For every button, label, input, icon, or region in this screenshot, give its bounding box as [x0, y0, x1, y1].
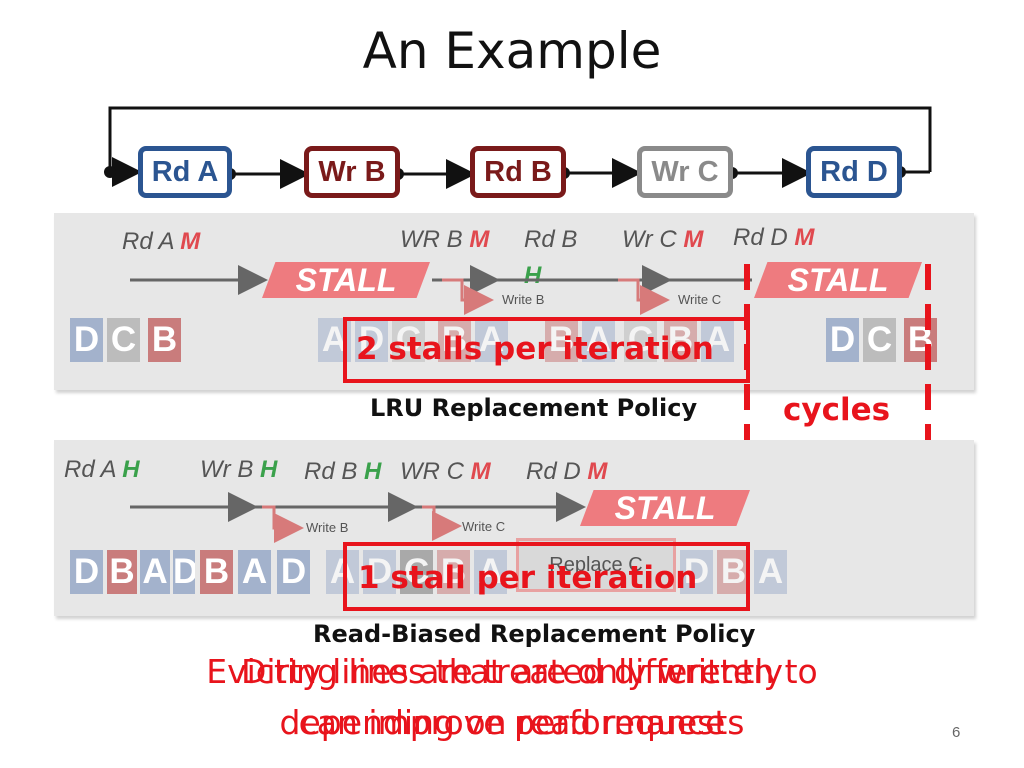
rb-cache-right-1: D — [363, 550, 396, 594]
rb-label-wr-b: Wr B H — [200, 456, 278, 483]
rb-cache-left-3: D — [173, 550, 195, 594]
rb-stall: STALL — [580, 490, 750, 526]
cycles-saved-label-1: cycles — [783, 392, 891, 428]
lru-write-b: Write B — [502, 292, 545, 307]
page-number: 6 — [952, 724, 961, 741]
lru-label-rd-d: Rd D M — [733, 224, 815, 251]
lru-cache-mid-9: A — [701, 318, 734, 362]
lru-cache-left-0: D — [70, 318, 103, 362]
rb-highlight-text: 1 stall per iteration — [358, 560, 698, 596]
rb-cache-left-1: B — [107, 550, 137, 594]
rb-write-b: Write B — [306, 520, 349, 535]
rb-cache-mid-2: D — [277, 550, 310, 594]
lru-caption: LRU Replacement Policy — [370, 394, 698, 422]
rb-label-wr-c: WR C M — [400, 458, 491, 485]
rb-label-rd-a: Rd A H — [64, 456, 140, 483]
lru-label-rd-a: Rd A M — [122, 228, 201, 255]
bottom-message-a-line1: Dirty lines are treated differently — [240, 652, 784, 691]
op-wr-b: Wr B — [304, 146, 400, 198]
bottom-message-a-line2: depending on read requests — [279, 703, 745, 742]
lru-stall-2: STALL — [754, 262, 922, 298]
lru-label-rd-b: Rd B — [524, 226, 578, 253]
lru-label-wr-b: WR B M — [400, 226, 490, 253]
rb-cache-left-0: D — [70, 550, 103, 594]
rb-replace-c-box: Replace C — [516, 538, 676, 592]
lru-cache-left-2: B — [148, 318, 181, 362]
lru-cache-right-0: D — [826, 318, 859, 362]
lru-label-wr-c: Wr C M — [622, 226, 704, 253]
lru-panel — [54, 213, 974, 390]
lru-cache-mid-3: B — [438, 318, 471, 362]
rb-cache-right-4: A — [474, 550, 507, 594]
op-wr-c: Wr C — [637, 146, 733, 198]
bottom-message-b-line1: Evicting lines that are only written to — [206, 652, 818, 691]
bottom-message-b-line2: can improve performance — [298, 703, 726, 742]
op-rd-a: Rd A — [138, 146, 232, 198]
lru-cache-mid-5: B — [545, 318, 578, 362]
rb-caption: Read-Biased Replacement Policy — [313, 620, 756, 648]
lru-cache-right-1: C — [863, 318, 896, 362]
rb-cache-end-2: A — [754, 550, 787, 594]
rb-cache-right-3: B — [437, 550, 470, 594]
lru-highlight-text: 2 stalls per iteration — [356, 331, 714, 367]
lru-cache-mid-8: B — [664, 318, 697, 362]
rb-cache-end-1: B — [717, 550, 750, 594]
lru-write-c: Write C — [678, 292, 722, 307]
lru-cache-left-1: C — [107, 318, 140, 362]
lru-cache-mid-2: C — [392, 318, 425, 362]
rb-cache-left-2: A — [140, 550, 170, 594]
lru-hit-rd-b: H — [524, 262, 542, 289]
rb-cache-end-0: D — [680, 550, 713, 594]
rb-cache-right-2: C — [400, 550, 433, 594]
op-rd-b: Rd B — [470, 146, 566, 198]
page-title: An Example — [362, 22, 662, 80]
lru-cache-mid-1: D — [355, 318, 388, 362]
lru-stall-1: STALL — [262, 262, 430, 298]
rb-highlight-box — [343, 542, 750, 611]
rb-cache-mid-1: A — [238, 550, 271, 594]
op-rd-d: Rd D — [806, 146, 902, 198]
rb-label-rd-b: Rd B H — [304, 458, 382, 485]
rb-cache-right-0: A — [326, 550, 359, 594]
rb-write-c: Write C — [462, 519, 506, 534]
rb-cache-mid-0: B — [200, 550, 233, 594]
lru-cache-mid-6: A — [582, 318, 615, 362]
lru-cache-mid-7: C — [624, 318, 657, 362]
lru-cache-mid-4: A — [475, 318, 508, 362]
rb-label-rd-d: Rd D M — [526, 458, 608, 485]
